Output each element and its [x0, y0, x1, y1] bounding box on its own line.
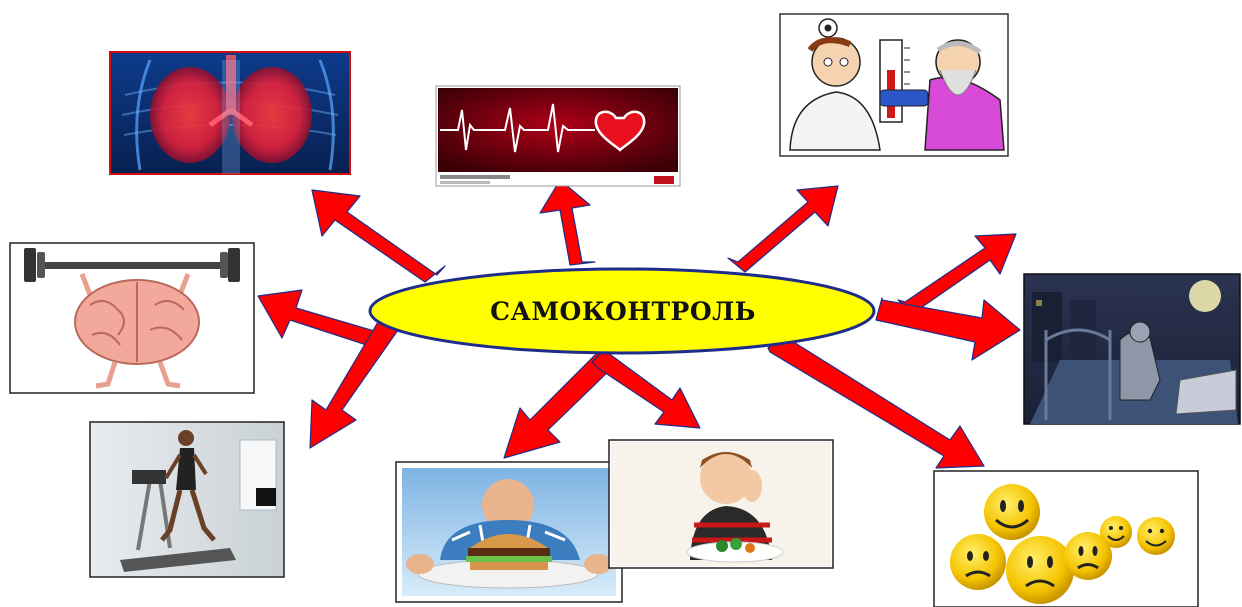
center-ellipse	[368, 267, 876, 355]
arrows	[257, 179, 1021, 469]
arrow-to-overeating	[503, 349, 615, 459]
blood-pressure-measurement-icon	[779, 13, 1009, 157]
arrow-to-sleep-lower	[875, 297, 1021, 361]
arrow-to-sleep-upper	[897, 233, 1017, 315]
child-with-vegetables-icon	[608, 439, 834, 569]
arrow-to-treadmill	[309, 317, 399, 449]
arrow-to-child	[591, 349, 701, 429]
arrow-to-heartbeat	[539, 179, 596, 266]
heartbeat-ecg-icon	[435, 85, 681, 187]
brain-lifting-barbell-icon	[9, 242, 255, 394]
smiley-faces-mood-icon	[933, 470, 1199, 607]
lungs-xray-icon	[109, 51, 351, 175]
treadmill-running-icon	[89, 421, 285, 578]
arrow-to-mood	[767, 335, 985, 469]
arrow-to-blood-pressure	[727, 185, 839, 273]
arrow-to-brain	[257, 289, 396, 351]
man-with-burger-icon	[395, 461, 623, 603]
insomnia-night-icon	[1023, 273, 1241, 425]
arrow-to-lungs	[311, 189, 446, 283]
